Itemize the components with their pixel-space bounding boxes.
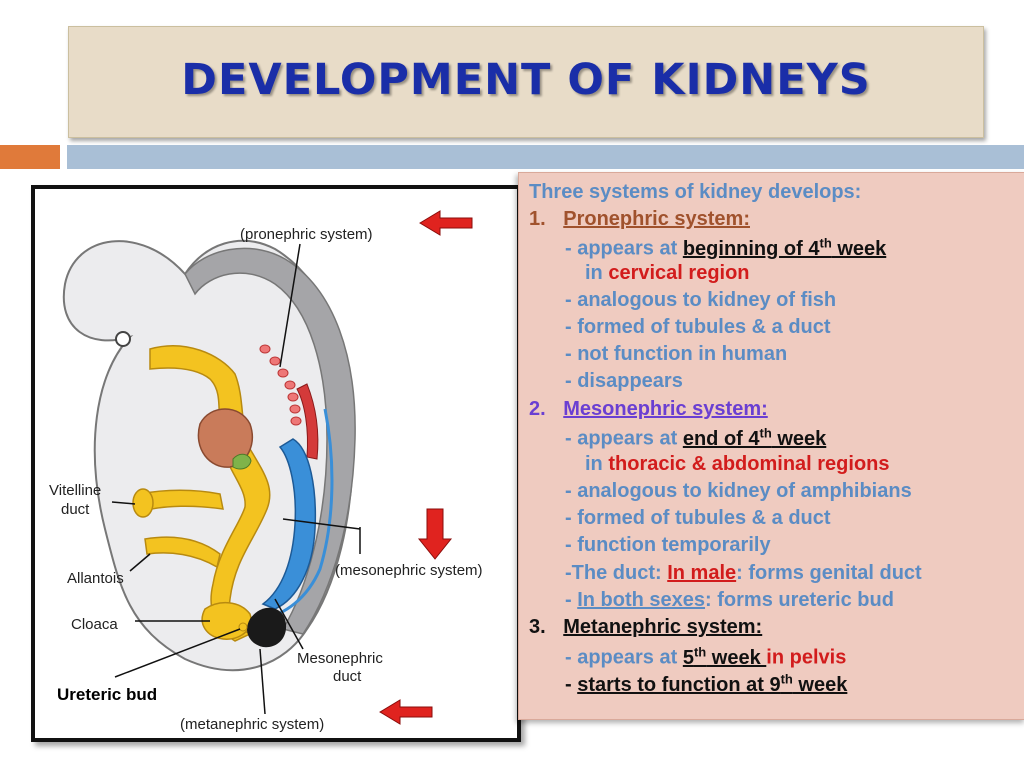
- s3-l2-highlight: starts to function at 9th week: [577, 671, 848, 696]
- s1-l1-highlight: beginning of 4th week: [682, 235, 887, 260]
- label-cloaca: Cloaca: [71, 616, 118, 633]
- section-3-heading-line: 3. Metanephric system:: [529, 616, 762, 639]
- s1-line-4: - formed of tubules & a duct: [565, 316, 831, 338]
- s3-l1-in: in: [766, 646, 790, 669]
- label-vitelline-duct: duct: [61, 501, 90, 518]
- intro-line: Three systems of kidney develops:: [529, 181, 862, 203]
- s2-l6-prefix: -The duct:: [565, 562, 668, 584]
- section-2-heading: Mesonephric system:: [563, 398, 768, 420]
- vitelline-duct: [139, 489, 224, 512]
- s3-l2-sup: th: [780, 671, 793, 686]
- text-panel: Three systems of kidney develops: 1. Pro…: [518, 172, 1024, 720]
- title-box: DEVELOPMENT OF KIDNEYS: [68, 26, 984, 138]
- s2-line-2: in thoracic & abdominal regions: [585, 453, 890, 476]
- label-vitelline: Vitelline: [49, 482, 101, 499]
- s2-l6-suffix: : forms genital duct: [736, 562, 922, 584]
- s3-l2-b: starts to function at 9: [577, 673, 781, 696]
- section-1-heading-line: 1. Pronephric system:: [529, 208, 750, 231]
- s3-l1-sup: th: [693, 644, 707, 659]
- dorsal-band: [184, 247, 356, 635]
- s3-line-1: - appears at 5th week in pelvis: [565, 644, 846, 670]
- s2-l7-prefix: -: [565, 589, 578, 611]
- s1-l2-prefix: in: [585, 262, 609, 284]
- pronephric-tubules: [259, 344, 302, 426]
- mesonephric-duct-line: [262, 408, 334, 621]
- label-pronephric-system: (pronephric system): [240, 226, 373, 243]
- s1-l1-c: week: [831, 237, 887, 260]
- slide-title: DEVELOPMENT OF KIDNEYS: [181, 55, 871, 105]
- s2-l1-prefix: - appears at: [565, 427, 683, 450]
- accent-bar-orange: [0, 145, 60, 169]
- s2-l6-in-male: In male: [667, 562, 737, 584]
- s3-l2-prefix: -: [565, 673, 578, 696]
- label-mesonephric-duct: duct: [333, 668, 362, 685]
- section-3-heading: Metanephric system:: [563, 616, 763, 638]
- s2-line-3: - analogous to kidney of amphibians: [565, 480, 912, 502]
- s1-l1-sup: th: [819, 235, 832, 250]
- label-ureteric-bud: Ureteric bud: [57, 685, 158, 704]
- s3-l1-highlight: 5th week: [682, 644, 767, 669]
- s3-l1-pelvis: pelvis: [789, 646, 847, 669]
- section-1-heading: Pronephric system:: [563, 208, 750, 230]
- label-mesonephric: Mesonephric: [297, 650, 383, 667]
- red-arrow-pronephric: [419, 210, 473, 236]
- section-2-number: 2.: [529, 398, 546, 420]
- s3-l1-b: 5: [682, 646, 694, 669]
- s2-line-5: - function temporarily: [565, 534, 771, 556]
- red-arrow-mesonephric: [417, 508, 453, 560]
- label-metanephric-system: (metanephric system): [180, 716, 324, 733]
- s3-line-2: - starts to function at 9th week: [565, 671, 847, 697]
- vitelline-duct-opening: [132, 488, 154, 518]
- bud-green: [232, 453, 252, 470]
- s1-line-1: - appears at beginning of 4th week: [565, 235, 886, 261]
- optic-vesicle: [115, 331, 131, 347]
- red-arrow-metanephric: [379, 699, 433, 725]
- embryo-diagram: (pronephric system) Vitelline duct Allan…: [31, 185, 521, 742]
- s1-l2-region: cervical region: [608, 262, 750, 284]
- s1-l1-prefix: - appears at: [565, 237, 683, 260]
- label-allantois: Allantois: [67, 570, 124, 587]
- s2-line-4: - formed of tubules & a duct: [565, 507, 831, 529]
- embryo-illustration: (pronephric system) Vitelline duct Allan…: [49, 210, 483, 733]
- s1-line-3: - analogous to kidney of fish: [565, 289, 837, 311]
- s2-line-1: - appears at end of 4th week: [565, 425, 826, 451]
- accent-bar-blue: [67, 145, 1024, 169]
- heart-primordium: [197, 408, 253, 468]
- s2-l2-prefix: in: [585, 453, 609, 475]
- s1-line-6: - disappears: [565, 370, 683, 392]
- metanephric-blastema: [247, 607, 287, 648]
- s2-line-6: -The duct: In male: forms genital duct: [565, 562, 922, 585]
- s2-l1-sup: th: [759, 425, 772, 440]
- s2-l7-suffix: : forms ureteric bud: [705, 589, 894, 611]
- s2-l1-c: week: [771, 427, 827, 450]
- s2-l1-b: end of 4: [682, 427, 760, 450]
- s3-l2-c: week: [792, 673, 848, 696]
- s2-l7-both-sexes: In both sexes: [577, 589, 706, 611]
- allantois: [144, 536, 221, 569]
- ureteric-bud-dot: [238, 622, 248, 632]
- s2-l2-region: thoracic & abdominal regions: [608, 453, 890, 475]
- s1-line-2: in cervical region: [585, 262, 750, 285]
- mesonephros: [261, 438, 317, 610]
- s3-l1-c: week: [706, 646, 767, 669]
- section-3-number: 3.: [529, 616, 546, 638]
- s2-l1-highlight: end of 4th week: [682, 425, 827, 450]
- s1-line-5: - not function in human: [565, 343, 788, 365]
- s1-l1-b: beginning of 4: [682, 237, 820, 260]
- s3-l1-prefix: - appears at: [565, 646, 683, 669]
- label-mesonephric-system: (mesonephric system): [335, 562, 483, 579]
- section-2-heading-line: 2. Mesonephric system:: [529, 398, 768, 421]
- section-1-number: 1.: [529, 208, 546, 230]
- leader-lines: [111, 243, 361, 715]
- s2-line-7: - In both sexes: forms ureteric bud: [565, 589, 894, 612]
